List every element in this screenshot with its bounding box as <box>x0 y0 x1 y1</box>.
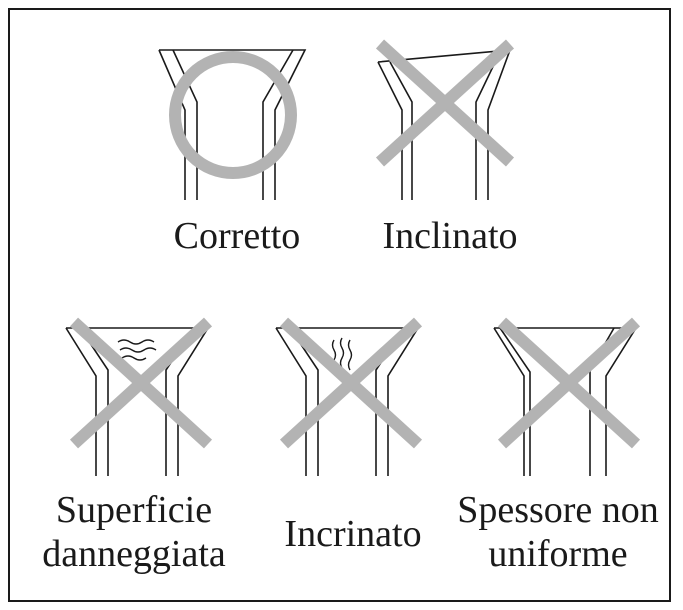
cross-mark-b <box>497 317 641 449</box>
label-uneven-line-2: uniforme <box>488 533 628 575</box>
funnel-inner-right <box>475 51 501 200</box>
tilted-rim <box>377 49 512 200</box>
figure-damaged <box>65 317 213 476</box>
figure-correct <box>158 49 307 200</box>
label-tilted: Inclinato <box>382 215 518 257</box>
cross-mark-b <box>375 39 515 167</box>
funnel-outline <box>493 327 638 476</box>
correct-circle-mark <box>169 51 297 179</box>
label-uneven-line-1: Spessore non <box>457 489 659 531</box>
funnel-inner-left <box>389 61 413 200</box>
label-damaged-line-2: danneggiata <box>42 533 226 575</box>
label-uneven: Spessore non uniforme <box>440 488 676 576</box>
label-damaged: Superficie danneggiata <box>14 488 254 576</box>
wavy-surface-lines <box>117 339 157 361</box>
funnel-inner-left-thin <box>499 327 531 476</box>
funnel-outline <box>65 327 210 476</box>
diagram-frame <box>8 8 671 602</box>
funnel-outline <box>275 327 420 476</box>
cross-mark-b <box>279 317 423 449</box>
figure-uneven <box>493 317 641 476</box>
figure-tilted <box>375 39 515 200</box>
label-damaged-line-1: Superficie <box>55 489 213 531</box>
cross-mark-b <box>69 317 213 449</box>
label-correct: Corretto <box>173 215 301 257</box>
figure-cracked <box>275 317 423 476</box>
label-cracked: Incrinato <box>284 513 422 555</box>
